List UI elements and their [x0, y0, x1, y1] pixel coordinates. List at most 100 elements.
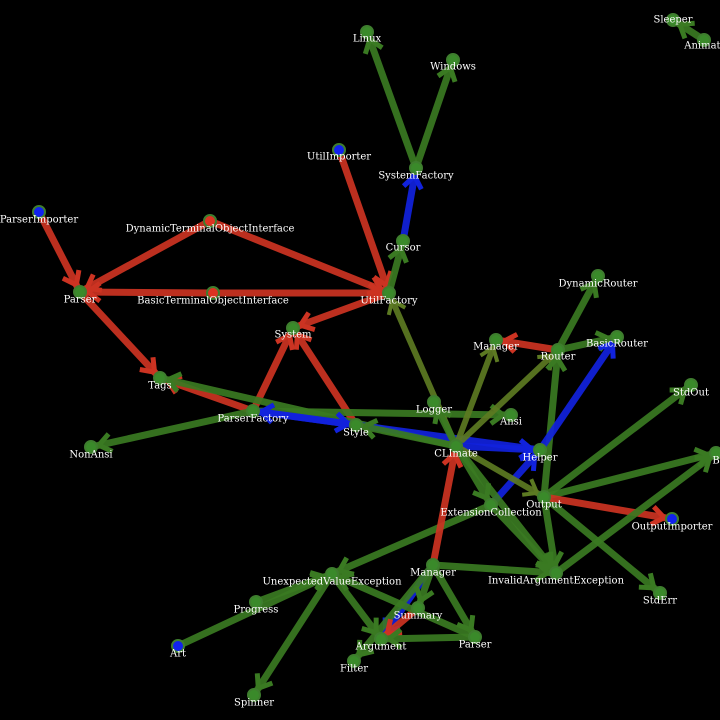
node-circle[interactable]	[246, 404, 260, 418]
node-spinner[interactable]: Spinner	[234, 688, 274, 709]
node-output-importer[interactable]: OutputImporter	[632, 512, 713, 533]
node-non-ansi[interactable]: NonAnsi	[69, 440, 113, 461]
node-dynamic-router[interactable]: DynamicRouter	[558, 269, 638, 290]
node-label: Filter	[340, 664, 368, 675]
node-parser-importer[interactable]: ParserImporter	[0, 205, 78, 226]
edge-output-to-output-importer	[543, 493, 673, 527]
node-manager-top[interactable]: Manager	[473, 333, 519, 353]
node-linux[interactable]: Linux	[353, 25, 382, 45]
node-circle[interactable]	[325, 567, 339, 581]
node-circle[interactable]	[709, 446, 720, 460]
node-ansi[interactable]: Ansi	[499, 408, 522, 428]
edge-line	[537, 335, 620, 452]
node-circle[interactable]	[409, 161, 423, 175]
node-basic-router[interactable]: BasicRouter	[586, 330, 648, 350]
node-circle[interactable]	[446, 53, 460, 67]
node-logger[interactable]: Logger	[416, 395, 452, 416]
node-circle[interactable]	[533, 443, 547, 457]
node-circle[interactable]	[349, 418, 363, 432]
node-circle[interactable]	[591, 269, 605, 283]
node-circle[interactable]	[610, 330, 624, 344]
node-extension-collection[interactable]: ExtensionCollection	[440, 498, 542, 519]
node-art[interactable]: Art	[169, 639, 186, 660]
node-circle[interactable]	[537, 490, 551, 504]
node-summary[interactable]: Summary	[394, 601, 443, 622]
node-circle[interactable]	[551, 343, 565, 357]
node-circle[interactable]	[449, 439, 463, 453]
edge-output-to-invalid-argument-exception	[540, 496, 564, 574]
edge-line	[453, 347, 561, 449]
node-circle[interactable]	[396, 234, 410, 248]
node-parser1[interactable]: Parser	[64, 285, 97, 306]
node-circle[interactable]	[206, 286, 220, 300]
node-argument[interactable]: Argument	[355, 632, 407, 653]
node-circle[interactable]	[549, 566, 563, 580]
node-parser-factory[interactable]: ParserFactory	[217, 404, 289, 425]
node-windows[interactable]: Windows	[430, 53, 476, 73]
node-circle[interactable]	[171, 639, 185, 653]
node-circle[interactable]	[504, 408, 518, 422]
node-util-factory[interactable]: UtilFactory	[360, 286, 418, 307]
node-circle[interactable]	[426, 558, 440, 572]
node-label: Output	[526, 500, 562, 511]
node-system[interactable]: System	[274, 321, 312, 341]
node-circle[interactable]	[666, 13, 680, 27]
node-circle[interactable]	[684, 378, 698, 392]
node-circle[interactable]	[332, 143, 346, 157]
node-label: NonAnsi	[69, 450, 112, 461]
edge-util-factory-to-system	[291, 289, 391, 332]
node-filter[interactable]: Filter	[340, 654, 368, 675]
edge-line	[249, 326, 297, 413]
node-circle[interactable]	[73, 285, 87, 299]
node-circle[interactable]	[153, 371, 167, 385]
node-manager-bottom[interactable]: Manager	[410, 558, 456, 579]
node-basic-terminal-object-interface[interactable]: BasicTerminalObjectInterface	[137, 286, 289, 307]
node-sleeper[interactable]: Sleeper	[654, 13, 693, 27]
node-output[interactable]: Output	[526, 490, 562, 511]
node-progress[interactable]: Progress	[234, 595, 279, 616]
node-label: Argument	[355, 642, 407, 653]
node-label: Router	[541, 352, 576, 363]
node-helper[interactable]: Helper	[523, 443, 558, 464]
node-circle[interactable]	[374, 632, 388, 646]
node-util-importer[interactable]: UtilImporter	[307, 143, 371, 163]
edge-output-to-std-out	[541, 382, 694, 500]
node-circle[interactable]	[84, 440, 98, 454]
node-climate[interactable]: CLImate	[434, 439, 478, 460]
node-circle[interactable]	[489, 333, 503, 347]
node-circle[interactable]	[427, 395, 441, 409]
node-tags[interactable]: Tags	[148, 371, 172, 392]
node-circle[interactable]	[665, 512, 679, 526]
edge-arrowhead	[254, 673, 274, 692]
node-system-factory[interactable]: SystemFactory	[378, 161, 454, 182]
edge-arrowhead	[638, 572, 658, 591]
node-b[interactable]: B	[709, 446, 720, 467]
node-circle[interactable]	[32, 205, 46, 219]
node-circle[interactable]	[360, 25, 374, 39]
node-dynamic-terminal-object-interface[interactable]: DynamicTerminalObjectInterface	[126, 214, 295, 235]
node-circle[interactable]	[468, 630, 482, 644]
node-unexpected-value-exception[interactable]: UnexpectedValueException	[262, 567, 402, 588]
node-router[interactable]: Router	[541, 343, 576, 363]
node-animati[interactable]: Animati	[683, 33, 720, 52]
node-circle[interactable]	[653, 586, 667, 600]
edge-arrowhead	[413, 585, 435, 605]
node-circle[interactable]	[697, 33, 711, 47]
edge-arrowhead	[335, 571, 355, 592]
node-style[interactable]: Style	[343, 418, 369, 439]
node-circle[interactable]	[484, 498, 498, 512]
edge-line	[540, 349, 562, 498]
node-circle[interactable]	[411, 601, 425, 615]
node-circle[interactable]	[286, 321, 300, 335]
node-circle[interactable]	[203, 214, 217, 228]
node-std-err[interactable]: StdErr	[643, 586, 677, 607]
node-circle[interactable]	[247, 688, 261, 702]
node-invalid-argument-exception[interactable]: InvalidArgumentException	[488, 566, 625, 587]
node-circle[interactable]	[382, 286, 396, 300]
node-circle[interactable]	[249, 595, 263, 609]
node-std-out[interactable]: StdOut	[673, 378, 709, 399]
node-circle[interactable]	[347, 654, 361, 668]
node-cursor[interactable]: Cursor	[386, 234, 421, 254]
node-parser2[interactable]: Parser	[459, 630, 492, 651]
